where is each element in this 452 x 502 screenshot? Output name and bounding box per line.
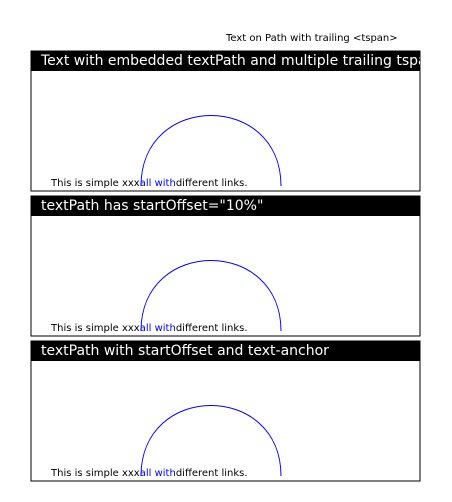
- panel-header-title: textPath has startOffset="10%": [41, 198, 263, 214]
- arc-path: [140, 115, 282, 187]
- panel-1: Text with embedded textPath and multiple…: [30, 50, 443, 192]
- panel-frame: [30, 340, 421, 482]
- panel-header-title: textPath with startOffset and text-ancho…: [41, 343, 329, 359]
- page-title: Text on Path with trailing <tspan>: [225, 33, 398, 44]
- panel-frame: [30, 195, 421, 337]
- text-before-link: This is simple xxx: [50, 178, 140, 189]
- panel-header-title: Text with embedded textPath and multiple…: [40, 53, 443, 69]
- arc-path: [140, 260, 282, 332]
- path-text-line: This is simple xxxall withdifferent link…: [50, 178, 248, 189]
- panel-2: textPath has startOffset="10%" This is s…: [30, 195, 421, 337]
- path-text-line: This is simple xxxall withdifferent link…: [50, 468, 248, 479]
- panel-frame: [30, 50, 421, 192]
- arc-path: [140, 405, 282, 477]
- text-before-link: This is simple xxx: [50, 323, 140, 334]
- panel-3: textPath with startOffset and text-ancho…: [30, 340, 421, 482]
- link-text[interactable]: all with: [140, 323, 176, 334]
- text-after-link: different links.: [176, 178, 248, 189]
- link-text[interactable]: all with: [140, 468, 176, 479]
- panel-header-bar: [31, 341, 420, 361]
- link-text[interactable]: all with: [140, 178, 176, 189]
- text-after-link: different links.: [176, 468, 248, 479]
- path-text-line: This is simple xxxall withdifferent link…: [50, 323, 248, 334]
- text-before-link: This is simple xxx: [50, 468, 140, 479]
- panel-header-bar: [31, 51, 420, 71]
- text-after-link: different links.: [176, 323, 248, 334]
- panel-header-bar: [31, 196, 420, 216]
